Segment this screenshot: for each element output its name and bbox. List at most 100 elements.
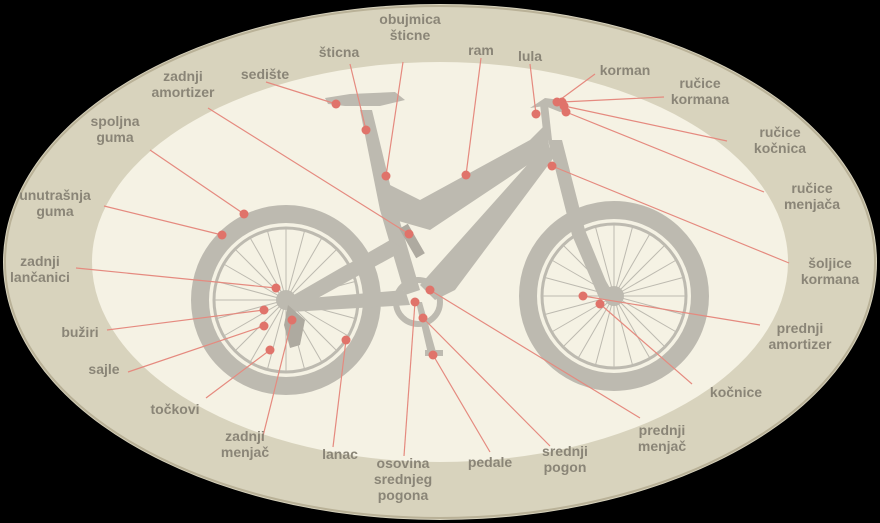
chainstay — [286, 290, 410, 312]
part-marker-dot — [331, 99, 341, 109]
part-marker-dot — [217, 230, 227, 240]
label-sticna: šticna — [318, 44, 360, 60]
spoke — [613, 226, 634, 297]
label-obujmica-sticne: obujmica šticne — [379, 11, 441, 43]
leader-line — [465, 57, 482, 176]
leader-line — [205, 349, 271, 399]
label-sajle: sajle — [88, 361, 120, 377]
spoke — [613, 295, 651, 359]
stem — [540, 104, 552, 140]
part-marker-dot — [239, 209, 249, 219]
spoke — [285, 248, 338, 301]
part-marker-dot — [271, 283, 281, 293]
part-marker-dot — [428, 350, 438, 360]
leader-line — [599, 303, 693, 385]
outer-ring-border — [4, 5, 876, 519]
front-wheel — [519, 201, 709, 391]
leader-line — [429, 289, 641, 419]
leader-line — [385, 61, 404, 177]
fork — [548, 140, 612, 300]
part-marker-dot — [595, 299, 605, 309]
label-buziri: bužiri — [61, 324, 99, 340]
label-pedale: pedale — [467, 454, 513, 470]
label-prednji-amortizer: prednji amortizer — [768, 320, 832, 352]
leader-line — [103, 205, 223, 236]
saddle — [325, 92, 405, 106]
label-ram: ram — [468, 42, 494, 58]
part-marker-dot — [547, 161, 557, 171]
part-marker-dot — [410, 297, 420, 307]
label-kocnice: kočnice — [709, 384, 763, 400]
leader-line — [422, 317, 551, 447]
leader-line — [127, 325, 265, 373]
label-soljice-kormana: šoljice kormana — [800, 255, 860, 287]
leader-line — [265, 81, 337, 105]
part-marker-dot — [561, 107, 571, 117]
part-marker-dot — [361, 125, 371, 135]
leader-line — [207, 107, 410, 235]
spoke — [613, 295, 634, 366]
spoke — [216, 299, 287, 320]
leader-line — [529, 63, 537, 115]
leader-lines — [75, 57, 790, 457]
label-prednji-menjac: prednji menjač — [637, 422, 687, 454]
leader-line — [332, 339, 347, 448]
leader-line — [106, 309, 265, 331]
spoke — [562, 295, 615, 348]
spoke — [613, 244, 666, 297]
label-unutrasnja-guma: unutrašnja guma — [19, 187, 91, 219]
label-spoljna-guma: spoljna guma — [90, 113, 140, 145]
leader-line — [349, 63, 367, 131]
label-srednji-pogon: srednji pogon — [542, 443, 588, 475]
spoke — [285, 263, 349, 301]
spoke — [613, 276, 684, 297]
spoke — [594, 226, 615, 297]
seat-tube — [360, 110, 420, 295]
leader-line — [565, 111, 765, 193]
leader-line — [551, 165, 790, 264]
part-marker-dot — [341, 335, 351, 345]
spoke — [223, 263, 287, 301]
part-marker-dot — [578, 291, 588, 301]
part-marker-dot — [531, 109, 541, 119]
spoke — [266, 299, 287, 370]
label-rucice-menjaca: ručice menjača — [783, 180, 841, 212]
leader-line — [556, 73, 596, 103]
leader-line — [75, 267, 277, 289]
spoke — [594, 295, 615, 366]
part-marker-dot — [404, 229, 414, 239]
down-tube — [420, 145, 558, 300]
part-marker-dot — [381, 171, 391, 181]
spoke — [216, 280, 287, 301]
leader-line — [432, 354, 491, 453]
leader-line — [403, 301, 416, 457]
label-lanac: lanac — [322, 446, 358, 462]
leader-dots — [217, 97, 605, 360]
label-zadnji-amortizer: zadnji amortizer — [151, 68, 215, 100]
part-marker-dot — [259, 305, 269, 315]
leader-line — [149, 149, 245, 215]
leader-line — [261, 319, 293, 441]
spoke — [223, 299, 287, 337]
part-marker-dot — [461, 170, 471, 180]
label-rucice-kocnica: ručice kočnica — [753, 124, 807, 156]
leader-line — [561, 96, 665, 103]
spoke — [613, 233, 651, 297]
part-marker-dot — [287, 315, 297, 325]
rear-triangle — [286, 240, 405, 310]
leader-line — [582, 295, 761, 326]
leader-line — [563, 105, 728, 142]
label-tockovi: točkovi — [150, 401, 200, 417]
label-lula: lula — [517, 48, 543, 64]
spoke — [613, 295, 666, 348]
spoke — [613, 295, 684, 316]
part-marker-dot — [259, 321, 269, 331]
chainring — [393, 277, 443, 327]
label-zadnji-lancanici: zadnji lančanici — [10, 253, 70, 285]
spoke — [249, 299, 287, 363]
label-rucice-kormana: ručice kormana — [670, 75, 730, 107]
part-marker-dot — [265, 345, 275, 355]
spoke — [613, 295, 677, 333]
